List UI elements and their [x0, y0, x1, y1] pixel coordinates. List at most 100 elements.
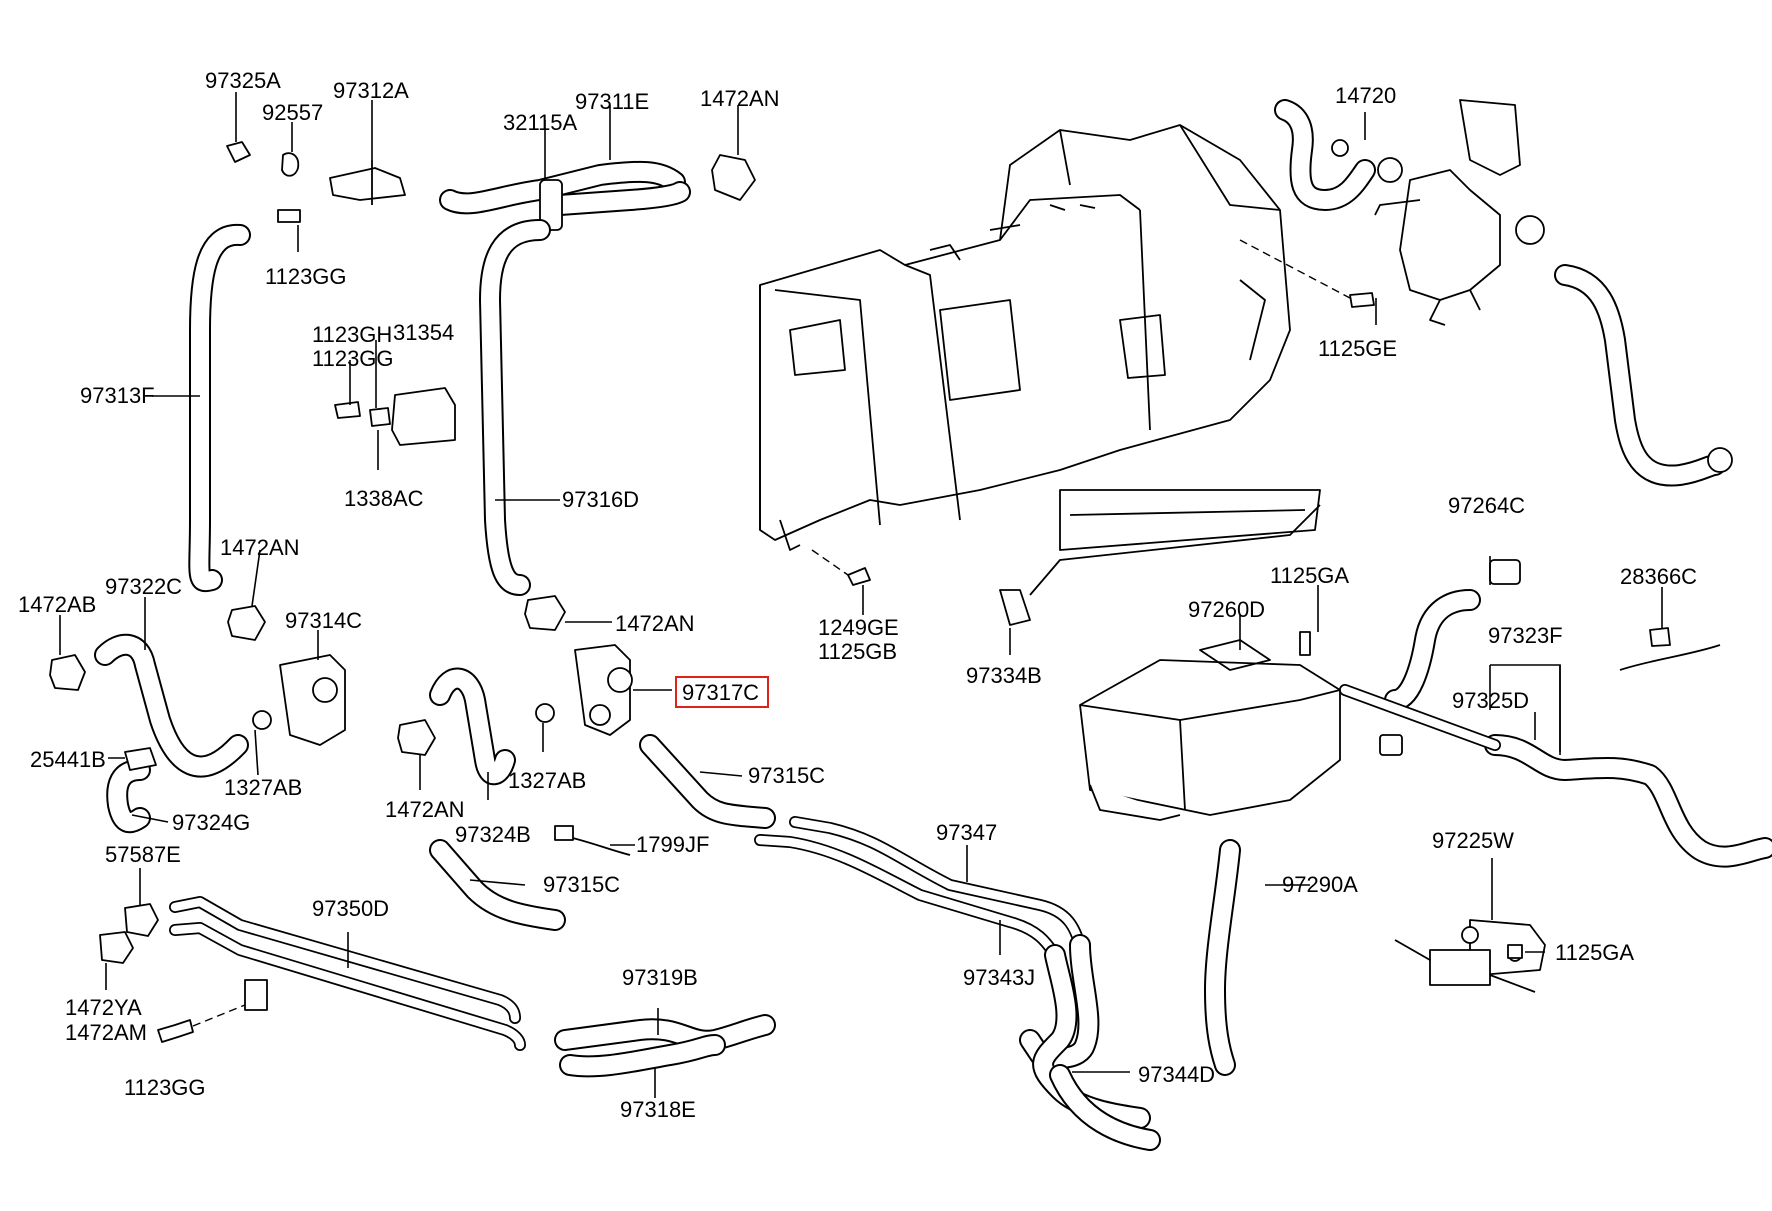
bracket-31354	[391, 387, 456, 446]
hose-97290A	[1204, 839, 1241, 1076]
label-92557[interactable]: 92557	[262, 100, 323, 125]
pipe-97311E	[439, 160, 691, 231]
label-1327AB-left[interactable]: 1327AB	[224, 775, 302, 800]
label-97225W[interactable]: 97225W	[1432, 828, 1514, 853]
hose-97324G	[106, 759, 151, 834]
clamp-1472AN-mid-left	[227, 605, 266, 641]
pipe-97350D	[169, 896, 526, 1051]
valve-assembly-14720	[1331, 99, 1733, 473]
hose-97318E	[559, 1034, 726, 1078]
bolt-97325A	[226, 141, 251, 163]
pipe-97347	[754, 816, 1086, 961]
hose-97322C	[94, 633, 249, 778]
tee-97314C	[279, 654, 346, 746]
label-1123GG-mid[interactable]: 1123GG	[312, 346, 394, 371]
label-1799JF[interactable]: 1799JF	[636, 832, 709, 857]
label-1472AN-lower[interactable]: 1472AN	[385, 797, 465, 822]
bolt-1123GG-top	[277, 209, 301, 223]
label-97317C[interactable]: 97317C	[682, 680, 759, 705]
label-1123GH[interactable]: 1123GH	[312, 322, 392, 347]
part-labels: 97325A 92557 97312A 1123GG 1123GH 1123GG…	[18, 68, 1697, 1122]
label-1472AN-left[interactable]: 1472AN	[220, 535, 300, 560]
label-97314C[interactable]: 97314C	[285, 608, 362, 633]
label-1125GA-right[interactable]: 1125GA	[1555, 940, 1634, 965]
label-14720[interactable]: 14720	[1335, 83, 1396, 108]
label-97318E[interactable]: 97318E	[620, 1097, 696, 1122]
label-1125GE[interactable]: 1125GE	[1318, 336, 1397, 361]
label-97264C[interactable]: 97264C	[1448, 493, 1525, 518]
label-25441B[interactable]: 25441B	[30, 747, 106, 772]
oring-1327AB-right	[535, 703, 555, 723]
label-97324G[interactable]: 97324G	[172, 810, 250, 835]
label-1472AM[interactable]: 1472AM	[65, 1020, 147, 1045]
label-97315C-upper[interactable]: 97315C	[748, 763, 825, 788]
tee-97312A	[329, 160, 406, 205]
duct-97334B	[999, 489, 1321, 626]
label-97325D[interactable]: 97325D	[1452, 688, 1529, 713]
tie-1799JF	[554, 825, 631, 856]
hose-97324B	[429, 667, 516, 785]
nut-1338AC	[369, 407, 391, 427]
label-97344D[interactable]: 97344D	[1138, 1062, 1215, 1087]
highlight-box-97317C	[675, 676, 769, 708]
clamp-1472AN-top	[711, 154, 756, 201]
label-97350D[interactable]: 97350D	[312, 896, 389, 921]
label-97325A[interactable]: 97325A	[205, 68, 281, 93]
label-1123GG-top[interactable]: 1123GG	[265, 264, 347, 289]
label-97323F[interactable]: 97323F	[1488, 623, 1563, 648]
clip-28366C	[1619, 627, 1721, 671]
screw-1125GE	[1239, 239, 1375, 308]
label-1338AC[interactable]: 1338AC	[344, 486, 424, 511]
hose-14720	[1274, 99, 1376, 211]
leader-lines	[59, 92, 1663, 1098]
hose-97319B	[554, 1014, 776, 1052]
label-28366C[interactable]: 28366C	[1620, 564, 1697, 589]
label-1327AB-right[interactable]: 1327AB	[508, 768, 586, 793]
screw-1125GA-top	[1299, 631, 1311, 656]
label-1249GE[interactable]: 1249GE	[818, 615, 899, 640]
label-1123GG-bottom[interactable]: 1123GG	[124, 1075, 206, 1100]
clamp-57587E	[124, 903, 159, 937]
label-1472AN-top[interactable]: 1472AN	[700, 86, 780, 111]
label-97334B[interactable]: 97334B	[966, 663, 1042, 688]
hose-97344D	[1019, 934, 1161, 1151]
pipe-97325D	[1339, 684, 1501, 751]
clamp-1472AB	[49, 654, 86, 691]
label-97347[interactable]: 97347	[936, 820, 997, 845]
bolt-1123GG-bottom	[157, 979, 268, 1043]
bolt-1123GH	[334, 401, 361, 419]
label-97324B[interactable]: 97324B	[455, 822, 531, 847]
label-97315C-lower[interactable]: 97315C	[543, 872, 620, 897]
clip-92557	[281, 152, 300, 177]
heater-unit-housing	[759, 124, 1291, 551]
label-1472YA[interactable]: 1472YA	[65, 995, 142, 1020]
clamp-25441B	[124, 747, 157, 771]
clamp-1472AN-lower	[397, 719, 436, 756]
screw-1125GA-right	[1507, 944, 1523, 959]
clamp-1472YA	[99, 931, 134, 964]
tee-97317C	[574, 644, 633, 736]
label-97313F[interactable]: 97313F	[80, 383, 155, 408]
label-1125GB[interactable]: 1125GB	[818, 639, 897, 664]
label-97343J[interactable]: 97343J	[963, 965, 1035, 990]
label-97322C[interactable]: 97322C	[105, 574, 182, 599]
label-97312A[interactable]: 97312A	[333, 78, 409, 103]
label-57587E[interactable]: 57587E	[105, 842, 181, 867]
label-1125GA-top[interactable]: 1125GA	[1270, 563, 1349, 588]
label-32115A[interactable]: 32115A	[503, 110, 578, 135]
canister-97260D	[1079, 559, 1521, 821]
oring-1327AB-left	[252, 710, 272, 730]
label-97319B[interactable]: 97319B	[622, 965, 698, 990]
hose-97315C-upper	[639, 734, 776, 829]
hose-97316D	[479, 219, 551, 596]
label-97316D[interactable]: 97316D	[562, 487, 639, 512]
label-97260D[interactable]: 97260D	[1188, 597, 1265, 622]
label-1472AB[interactable]: 1472AB	[18, 592, 96, 617]
label-97290A[interactable]: 97290A	[1282, 872, 1358, 897]
hose-97323F	[1484, 734, 1772, 868]
label-31354[interactable]: 31354	[393, 320, 454, 345]
label-97311E[interactable]: 97311E	[575, 89, 649, 114]
hose-outlet	[1554, 264, 1726, 487]
label-1472AN-mid[interactable]: 1472AN	[615, 611, 695, 636]
